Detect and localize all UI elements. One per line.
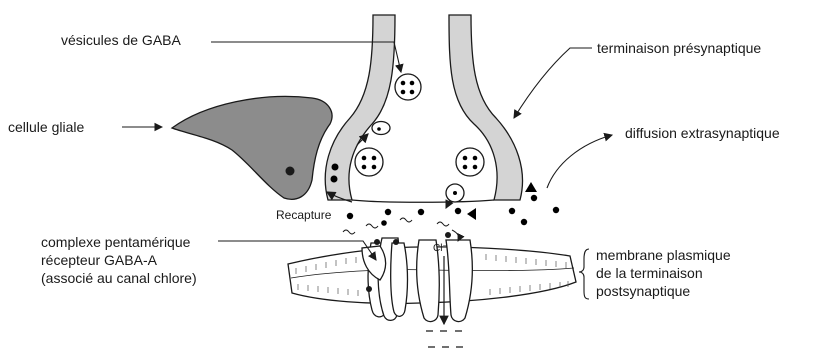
cleft-squiggle <box>400 218 412 222</box>
membrane-brace <box>579 249 589 299</box>
transporter-triangle <box>525 182 537 192</box>
cleft-squiggle <box>343 230 355 234</box>
label-membrane-line1: membrane plasmique <box>596 247 731 264</box>
vesicle-left <box>355 148 383 176</box>
glial-cell-shape <box>172 96 332 199</box>
release-arrow <box>446 200 450 208</box>
label-receptor-line3: (associé au canal chlore) <box>41 270 197 287</box>
gaba-dot <box>347 213 353 219</box>
label-membrane-line3: postsynaptique <box>596 283 690 300</box>
gaba-dot <box>455 208 461 214</box>
gaba-bound-dot <box>445 232 451 238</box>
gaba-dot <box>521 219 527 225</box>
vesicle-right <box>456 148 484 176</box>
vesicle-top <box>395 74 421 100</box>
label-receptor-line2: récepteur GABA-A <box>41 252 157 269</box>
gaba-dot <box>331 176 338 183</box>
leader-presynaptic <box>514 48 592 118</box>
leader-diffusion <box>547 135 612 188</box>
gaba-dot <box>332 164 339 171</box>
label-chloride: Cl⁻ <box>433 240 448 257</box>
label-gaba-vesicles: vésicules de GABA <box>61 32 181 49</box>
glial-gaba-dot <box>286 167 295 176</box>
label-receptor-line1: complexe pentamérique <box>41 234 190 251</box>
cleft-squiggle <box>437 222 449 226</box>
gaba-bound-dot <box>374 239 380 245</box>
gaba-dot <box>509 208 515 214</box>
gaba-dot <box>531 195 537 201</box>
label-membrane-line2: de la terminaison <box>596 265 703 282</box>
gaba-bound-dot <box>393 239 399 245</box>
transporter-triangle <box>467 208 476 220</box>
fusing-vesicle <box>446 184 464 202</box>
gaba-dot <box>385 209 391 215</box>
gaba-bound-dot <box>366 286 372 292</box>
gaba-dot <box>418 209 424 215</box>
gaba-dot <box>553 207 559 213</box>
label-presynaptic-terminal: terminaison présynaptique <box>597 40 761 57</box>
cleft-squiggle <box>366 224 378 228</box>
recycling-vesicle <box>372 122 390 135</box>
label-glial-cell: cellule gliale <box>8 119 84 136</box>
label-extrasynaptic-diffusion: diffusion extrasynaptique <box>625 125 780 142</box>
presynaptic-bottom-membrane <box>352 200 494 202</box>
gaba-dot <box>381 220 387 226</box>
label-recapture: Recapture <box>276 207 331 224</box>
